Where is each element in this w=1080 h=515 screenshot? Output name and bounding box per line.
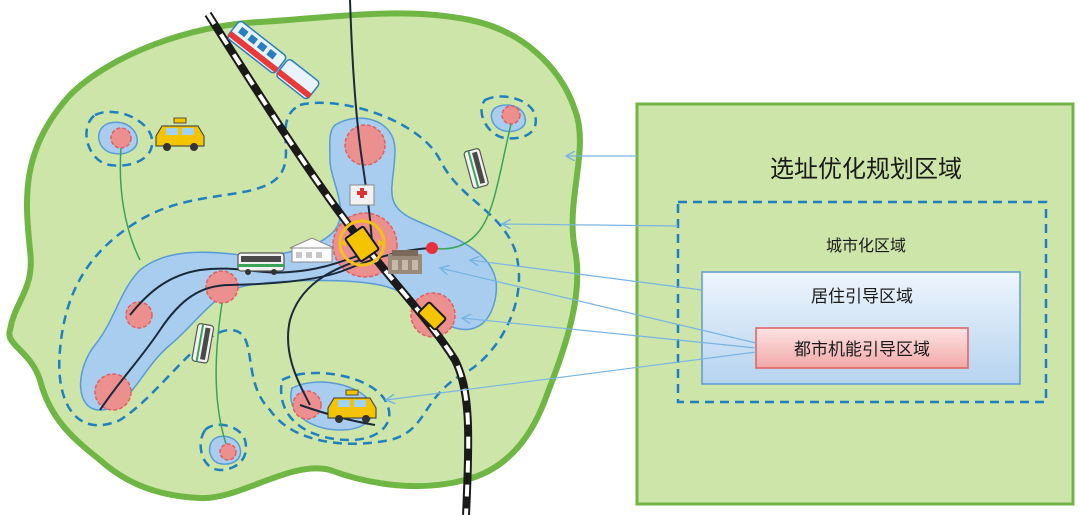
map	[6, 0, 583, 515]
bus-icon	[237, 252, 285, 275]
station-dot	[426, 242, 438, 254]
warehouse-icon	[388, 250, 422, 274]
central-roundabout	[338, 219, 386, 267]
legend-arrows	[386, 156, 757, 400]
urbanization-outlines	[58, 95, 538, 472]
taxi-icon	[155, 117, 205, 151]
train-icon	[227, 20, 320, 100]
bus-icon	[463, 148, 489, 189]
legend: 选址优化规划区域 城市化区域 居住引导区域 都市机能引导区域	[635, 102, 1075, 506]
bus-icon	[191, 323, 215, 364]
legend-urban-function-box	[755, 327, 969, 369]
connector-lines	[119, 123, 512, 445]
station-building-icon	[289, 237, 335, 263]
legend-urbanization-box	[676, 200, 1048, 404]
tram-icon	[417, 301, 447, 331]
legend-title: 选址优化规划区域	[770, 155, 962, 183]
legend-urban-function-label: 都市机能引导区域	[794, 340, 930, 360]
railway	[204, 11, 473, 515]
legend-urbanization-label: 城市化区域	[826, 236, 906, 255]
taxi-icon	[327, 389, 377, 423]
legend-residential-label: 居住引导区域	[811, 287, 913, 307]
hospital-icon	[349, 184, 375, 206]
